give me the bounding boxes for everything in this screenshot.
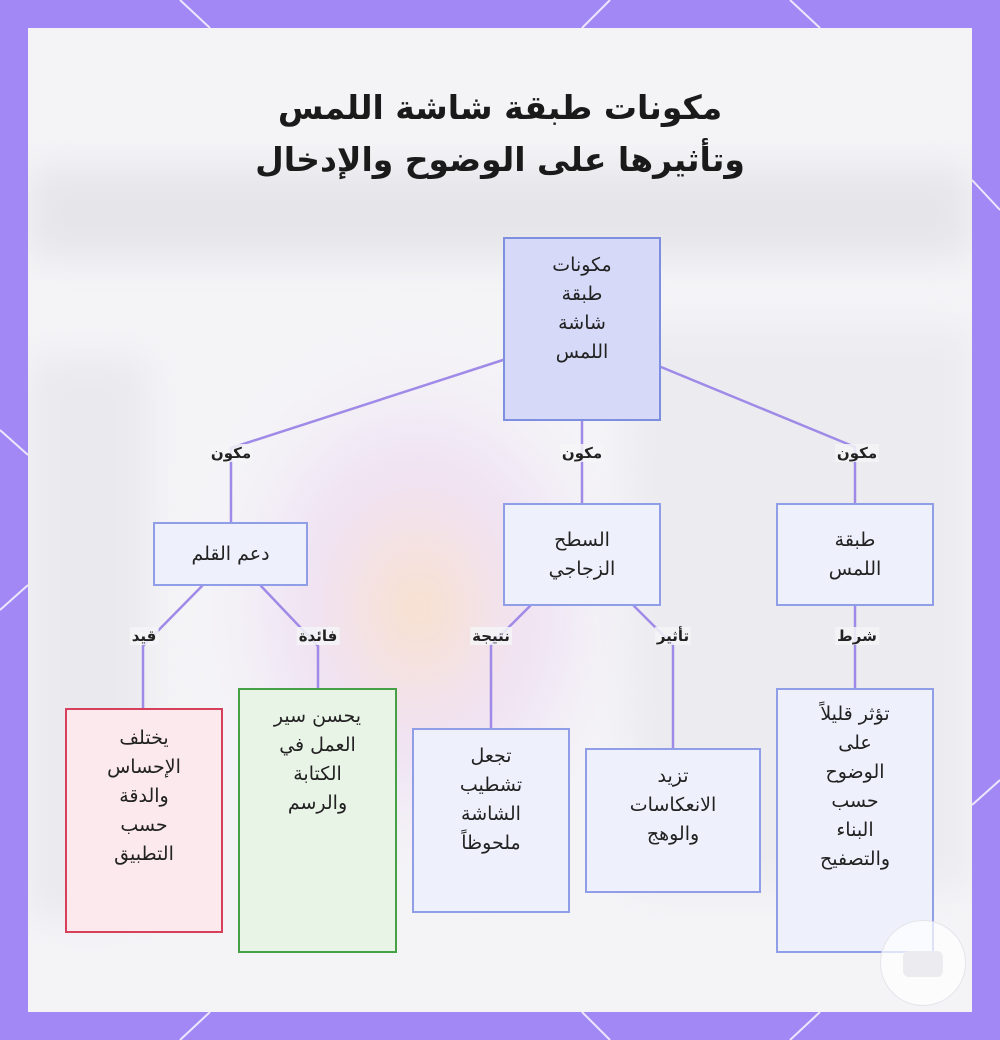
node-touch-condition-label: تؤثر قليلاً على الوضوح حسب البناء والتصف… xyxy=(819,703,891,870)
node-pen-support-label: دعم القلم xyxy=(191,542,270,565)
diagram-title: مكونات طبقة شاشة اللمس وتأثيرها على الوض… xyxy=(28,82,972,186)
node-glass-result-label: تجعل تشطيب الشاشة ملحوظاً xyxy=(459,745,523,854)
node-pen-limitation: يختلف الإحساس والدقة حسب التطبيق xyxy=(65,708,223,933)
node-pen-support: دعم القلم xyxy=(153,522,308,586)
node-touch-condition: تؤثر قليلاً على الوضوح حسب البناء والتصف… xyxy=(776,688,934,953)
edge-label-glass-result: نتيجة xyxy=(470,627,512,645)
chat-widget-button[interactable] xyxy=(880,920,966,1006)
node-pen-benefit-label: يحسن سير العمل في الكتابة والرسم xyxy=(273,705,362,814)
edge-label-root-touch: مكون xyxy=(834,444,880,462)
title-line-1: مكونات طبقة شاشة اللمس xyxy=(277,88,723,127)
node-pen-limitation-label: يختلف الإحساس والدقة حسب التطبيق xyxy=(107,727,181,865)
node-glass-surface: السطح الزجاجي xyxy=(503,503,661,606)
edge-pen-benefit xyxy=(259,584,320,690)
edge-glass-result xyxy=(489,604,532,730)
node-glass-surface-label: السطح الزجاجي xyxy=(548,528,616,580)
edge-pen-limit xyxy=(141,584,204,710)
title-line-2: وتأثيرها على الوضوح والإدخال xyxy=(255,140,745,179)
edge-label-root-glass: مكون xyxy=(559,444,605,462)
edge-label-pen-benefit: فائدة xyxy=(296,627,340,645)
edge-label-glass-effect: تأثير xyxy=(654,627,692,645)
node-root-label: مكونات طبقة شاشة اللمس xyxy=(552,254,612,363)
node-touch-layer: طبقة اللمس xyxy=(776,503,934,606)
edge-label-touch-condition: شرط xyxy=(835,627,879,645)
node-touch-layer-label: طبقة اللمس xyxy=(828,528,882,580)
node-pen-benefit: يحسن سير العمل في الكتابة والرسم xyxy=(238,688,397,953)
node-glass-result: تجعل تشطيب الشاشة ملحوظاً xyxy=(412,728,570,913)
edge-root-touch xyxy=(659,365,857,505)
node-glass-effect-label: تزيد الانعكاسات والوهج xyxy=(629,765,717,845)
edge-glass-effect xyxy=(632,604,675,750)
edge-root-pen xyxy=(229,358,505,526)
edge-label-pen-limit: قيد xyxy=(129,627,159,645)
edge-label-root-pen: مكون xyxy=(208,444,254,462)
node-glass-effect: تزيد الانعكاسات والوهج xyxy=(585,748,761,893)
node-root: مكونات طبقة شاشة اللمس xyxy=(503,237,661,421)
chat-bubble-icon xyxy=(903,951,943,977)
